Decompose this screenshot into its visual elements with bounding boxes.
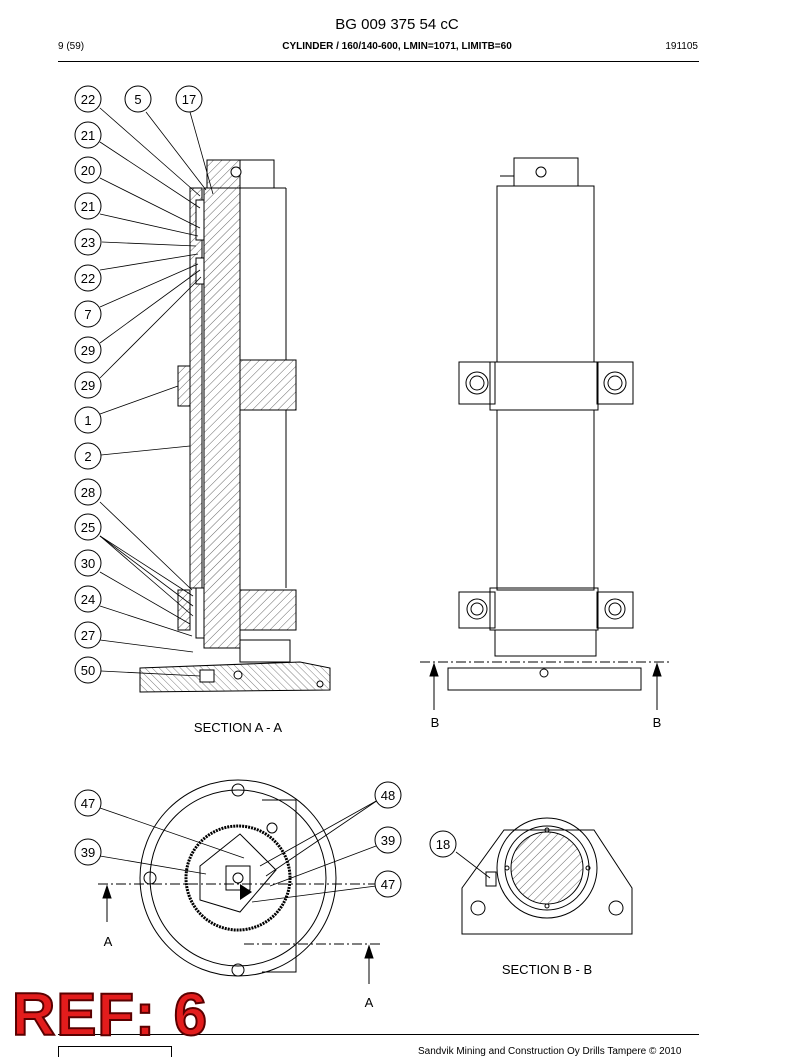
balloon-callout: 50 xyxy=(74,656,102,684)
balloon-group: 22 5 17 21 20 21 23 22 7 29 29 1 2 28 25 30 24 27 50 47 39 48… xyxy=(74,85,457,898)
balloon-callout: 1 xyxy=(74,406,102,434)
document-subtitle: CYLINDER / 160/140-600, LMIN=1071, LIMIT… xyxy=(282,41,512,52)
page-number: 9 (59) xyxy=(58,41,85,52)
balloon-label: 1 xyxy=(84,413,91,428)
footer-rule xyxy=(58,1034,699,1035)
balloon-label: 22 xyxy=(81,271,95,286)
balloon-callout: 47 xyxy=(74,789,102,817)
balloon-label: 39 xyxy=(381,833,395,848)
cut-letter-b-left: B xyxy=(431,715,440,730)
balloon-label: 29 xyxy=(81,343,95,358)
footer-copyright: Sandvik Mining and Construction Oy Drill… xyxy=(418,1046,682,1057)
section-aa-arrows xyxy=(102,884,374,984)
balloon-callout: 27 xyxy=(74,621,102,649)
balloon-callout: 18 xyxy=(429,830,457,858)
balloon-callout: 21 xyxy=(74,192,102,220)
direction-arrow-icon xyxy=(240,884,252,900)
balloon-callout: 29 xyxy=(74,336,102,364)
balloon-callout: 17 xyxy=(175,85,203,113)
balloon-callout: 39 xyxy=(374,826,402,854)
balloon-callout: 23 xyxy=(74,228,102,256)
balloon-callout: 2 xyxy=(74,442,102,470)
balloon-callout: 20 xyxy=(74,156,102,184)
balloon-label: 39 xyxy=(81,845,95,860)
balloon-label: 47 xyxy=(81,796,95,811)
balloon-callout: 22 xyxy=(74,264,102,292)
leader-line-bb xyxy=(455,851,491,879)
balloon-label: 25 xyxy=(81,520,95,535)
section-bb-view xyxy=(461,817,633,935)
balloon-label: 21 xyxy=(81,128,95,143)
company-logo xyxy=(58,1046,172,1057)
balloon-callout: 28 xyxy=(74,478,102,506)
balloon-callout: 21 xyxy=(74,121,102,149)
section-bb-arrows xyxy=(429,662,662,710)
balloon-label: 50 xyxy=(81,663,95,678)
plan-view xyxy=(98,779,380,977)
section-aa-caption: SECTION A - A xyxy=(194,720,282,735)
cut-letter-a-right: A xyxy=(365,995,374,1010)
balloon-callout: 47 xyxy=(374,870,402,898)
balloon-label: 2 xyxy=(84,449,91,464)
balloon-callout: 5 xyxy=(124,85,152,113)
balloon-label: 29 xyxy=(81,378,95,393)
leader-lines-plan xyxy=(99,799,379,903)
balloon-callout: 22 xyxy=(74,85,102,113)
balloon-callout: 24 xyxy=(74,585,102,613)
balloon-label: 18 xyxy=(436,837,450,852)
balloon-label: 24 xyxy=(81,592,95,607)
balloon-callout: 25 xyxy=(74,513,102,541)
balloon-label: 47 xyxy=(381,877,395,892)
balloon-callout: 30 xyxy=(74,549,102,577)
elevation-view xyxy=(420,157,672,691)
balloon-callout: 39 xyxy=(74,838,102,866)
document-title: BG 009 375 54 cC xyxy=(335,16,459,33)
balloon-label: 30 xyxy=(81,556,95,571)
balloon-label: 27 xyxy=(81,628,95,643)
balloon-label: 17 xyxy=(182,92,196,107)
balloon-callout: 7 xyxy=(74,300,102,328)
balloon-label: 23 xyxy=(81,235,95,250)
balloon-label: 21 xyxy=(81,199,95,214)
balloon-label: 5 xyxy=(134,92,141,107)
section-aa-view xyxy=(139,159,331,693)
balloon-label: 28 xyxy=(81,485,95,500)
balloon-label: 22 xyxy=(81,92,95,107)
balloon-callout: 48 xyxy=(374,781,402,809)
ref-stamp: REF: 6 xyxy=(11,981,209,1048)
cut-letter-b-right: B xyxy=(653,715,662,730)
balloon-label: 20 xyxy=(81,163,95,178)
section-bb-caption: SECTION B - B xyxy=(502,962,592,977)
balloon-callout: 29 xyxy=(74,371,102,399)
cut-letter-a-left: A xyxy=(104,934,113,949)
header-rule xyxy=(58,61,699,62)
balloon-label: 7 xyxy=(84,307,91,322)
balloon-label: 48 xyxy=(381,788,395,803)
leader-lines-aa xyxy=(99,107,214,677)
document-code: 191105 xyxy=(665,41,698,52)
